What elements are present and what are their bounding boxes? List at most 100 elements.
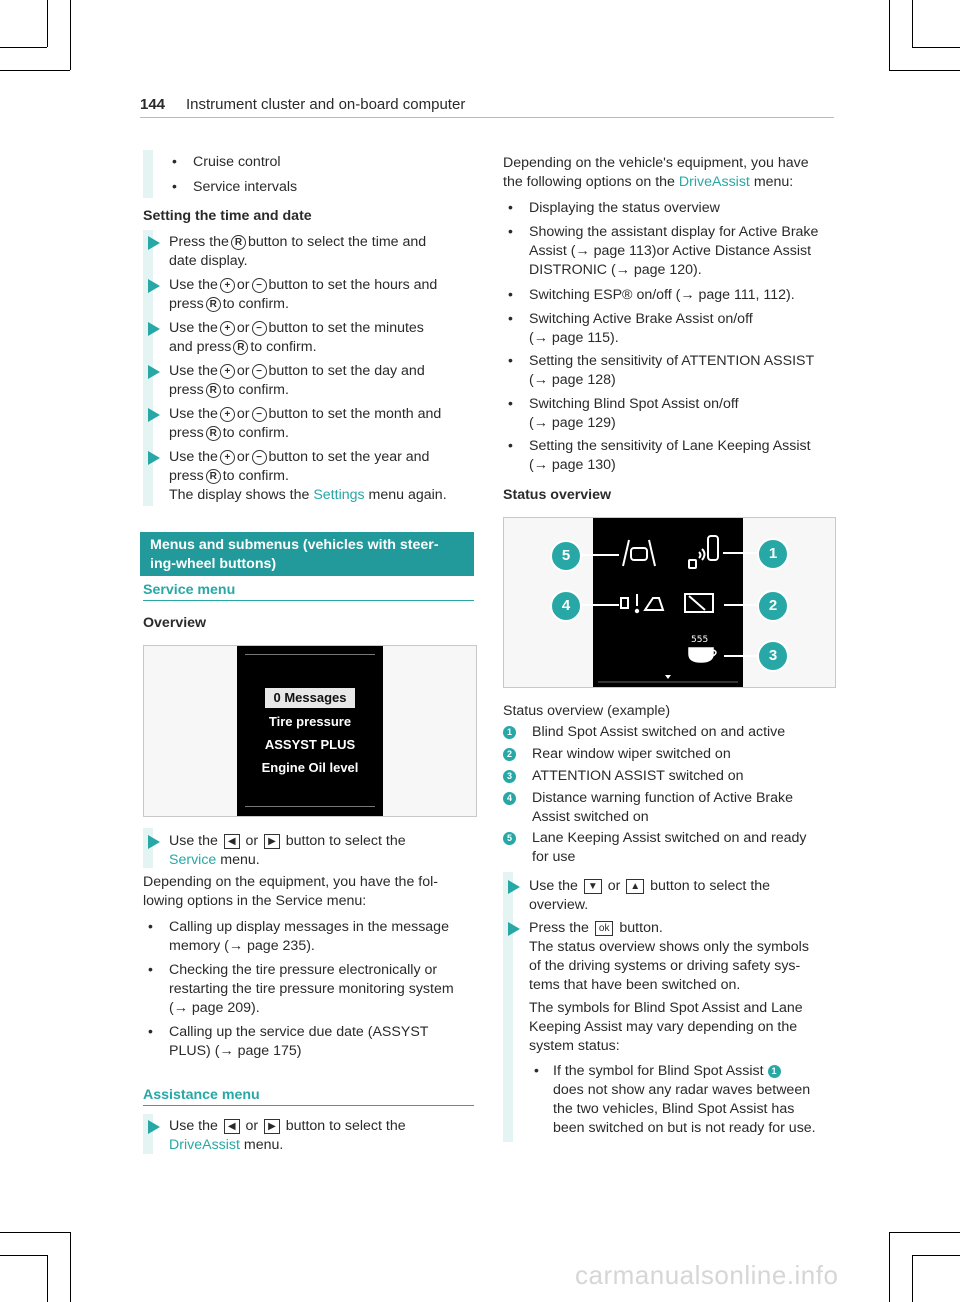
- callout-5: 5: [550, 540, 582, 572]
- driveassist-menu-link[interactable]: DriveAssist: [678, 174, 750, 190]
- step-text: Use the ◀ or ▶ button to select the: [169, 1118, 406, 1134]
- page-number: 144: [140, 96, 166, 113]
- bullet-dot-icon: •: [508, 199, 513, 215]
- r-button-icon: R: [233, 339, 249, 355]
- list-item: PLUS) (→ page 175): [169, 1043, 302, 1059]
- list-item: Calling up the service due date (ASSYST: [169, 1024, 429, 1040]
- plus-button-icon: +: [219, 406, 235, 422]
- watermark: carmanualsonline.info: [575, 1260, 839, 1290]
- legend-number: 1: [503, 725, 516, 739]
- arrow-right-icon: [148, 451, 160, 465]
- heading-rule: [143, 1105, 474, 1106]
- plus-button-icon: +: [219, 320, 235, 336]
- arrow-right-icon: [508, 880, 520, 894]
- crop-mark: [889, 1232, 890, 1302]
- paragraph: the following options on the DriveAssist…: [503, 174, 794, 190]
- legend-text: Rear window wiper switched on: [532, 746, 731, 762]
- arrow-right-icon: [148, 1120, 160, 1134]
- step-text: Use the+or−button to set the month and: [169, 406, 442, 422]
- arrow-right-icon: [508, 922, 520, 936]
- bullet-dot-icon: •: [508, 352, 513, 368]
- list-item: (→ page 129): [529, 415, 616, 431]
- list-item: DISTRONIC (→ page 120).: [529, 262, 702, 278]
- driveassist-menu-link[interactable]: DriveAssist: [169, 1137, 240, 1153]
- figure-caption: Status overview (example): [503, 703, 671, 719]
- service-menu-image: 0 Messages Tire pressure ASSYST PLUS Eng…: [143, 645, 477, 817]
- crop-mark: [912, 47, 960, 48]
- section-heading-line: ing-wheel buttons): [150, 556, 277, 572]
- legend-text: Assist switched on: [532, 809, 649, 825]
- legend-number: 5: [503, 831, 516, 845]
- legend-text: Lane Keeping Assist switched on and read…: [532, 830, 807, 846]
- bullet-dot-icon: •: [534, 1062, 539, 1078]
- callout-2: 2: [757, 590, 789, 622]
- heading-rule: [143, 600, 474, 601]
- list-item: Showing the assistant display for Active…: [529, 224, 819, 240]
- list-item: Displaying the status overview: [529, 200, 720, 216]
- list-item: (→ page 128): [529, 372, 616, 388]
- legend-item: 4: [503, 789, 516, 808]
- r-button-icon: R: [205, 468, 221, 484]
- minus-button-icon: −: [251, 277, 267, 293]
- arrow-right-icon: [148, 365, 160, 379]
- legend-text: for use: [532, 849, 576, 865]
- crop-mark: [47, 0, 48, 47]
- step-bar: [503, 872, 513, 1142]
- left-button-icon: ◀: [223, 833, 240, 849]
- bullet-dot-icon: •: [148, 918, 153, 934]
- list-item: Checking the tire pressure electronicall…: [169, 962, 438, 978]
- bullet-dot-icon: •: [172, 178, 177, 194]
- step-text: Use the ◀ or ▶ button to select the: [169, 833, 406, 849]
- callout-4: 4: [550, 590, 582, 622]
- r-button-icon: R: [205, 425, 221, 441]
- section-heading-line: Menus and submenus (vehicles with steer-: [150, 537, 439, 553]
- legend-item: 3: [503, 767, 516, 786]
- arrow-right-icon: [148, 835, 160, 849]
- step-text: Keeping Assist may vary depending on the: [529, 1019, 798, 1035]
- list-item: Switching ESP® on/off (→ page 111, 112).: [529, 287, 795, 303]
- r-button-icon: R: [205, 382, 221, 398]
- distance-warning-icon: [620, 594, 665, 614]
- step-text: of the driving systems or driving safety…: [529, 958, 801, 974]
- list-item: Setting the sensitivity of Lane Keeping …: [529, 438, 811, 454]
- step-text: date display.: [169, 253, 248, 269]
- list-item: If the symbol for Blind Spot Assist 1: [553, 1062, 781, 1081]
- service-menu-link[interactable]: Service: [169, 852, 217, 868]
- bullet-dot-icon: •: [508, 223, 513, 239]
- crop-mark: [889, 1232, 960, 1233]
- callout-lines: [579, 552, 758, 657]
- step-text: Press the ok button.: [529, 920, 663, 936]
- list-item: (→ page 209).: [169, 1000, 260, 1016]
- plus-button-icon: +: [219, 449, 235, 465]
- bullet-dot-icon: •: [508, 437, 513, 453]
- overview-heading: Overview: [143, 615, 207, 631]
- bullet-dot-icon: •: [148, 961, 153, 977]
- scroll-down-icon: [665, 675, 671, 679]
- step-text: The status overview shows only the symbo…: [529, 939, 809, 955]
- ok-button-icon: ok: [594, 920, 614, 936]
- header-rule: [140, 117, 834, 118]
- crop-mark: [0, 1255, 47, 1256]
- blind-spot-icon: [688, 535, 719, 569]
- status-overview-heading: Status overview: [503, 487, 612, 503]
- legend-text: Blind Spot Assist switched on and active: [532, 724, 786, 740]
- callout-1: 1: [757, 538, 789, 570]
- list-item: Setting the sensitivity of ATTENTION ASS…: [529, 353, 815, 369]
- settings-menu-link[interactable]: Settings: [313, 487, 365, 503]
- list-item: Calling up display messages in the messa…: [169, 919, 449, 935]
- step-text: overview.: [529, 897, 589, 913]
- minus-button-icon: −: [251, 320, 267, 336]
- list-item: Assist (→ page 113)or Active Distance As…: [529, 243, 812, 259]
- step-text: system status:: [529, 1038, 620, 1054]
- legend-item: 2: [503, 745, 516, 764]
- legend-text: Distance warning function of Active Brak…: [532, 790, 794, 806]
- page-title: Instrument cluster and on-board computer: [186, 96, 466, 113]
- step-text: Use the+or−button to set the minutes: [169, 320, 424, 336]
- crop-mark: [912, 1255, 960, 1256]
- list-item: memory (→ page 235).: [169, 938, 315, 954]
- left-button-icon: ◀: [223, 1118, 240, 1134]
